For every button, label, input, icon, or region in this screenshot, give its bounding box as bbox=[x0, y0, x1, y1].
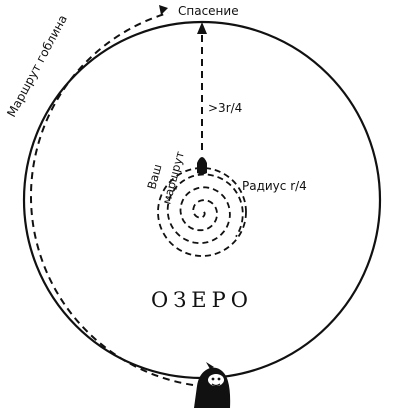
escape-label: Спасение bbox=[178, 4, 239, 18]
escape-arrowhead bbox=[197, 22, 207, 34]
goblin-icon bbox=[194, 362, 231, 408]
goblin-route-label: Маршрут гоблина bbox=[4, 13, 70, 120]
lake-label: ОЗЕРО bbox=[151, 288, 253, 312]
your-route-label-line2: маршрут bbox=[159, 149, 187, 205]
distance-label: >3r/4 bbox=[208, 101, 242, 115]
radius-label: Радиус r/4 bbox=[242, 179, 307, 193]
goblin-route-arrowhead bbox=[159, 5, 168, 15]
inner-circle-radius-quarter bbox=[157, 167, 247, 257]
goblin-route bbox=[30, 12, 194, 386]
spiral-route bbox=[166, 173, 244, 244]
your-route-label-line1: Ваш bbox=[144, 163, 164, 191]
boat-icon bbox=[197, 157, 207, 175]
